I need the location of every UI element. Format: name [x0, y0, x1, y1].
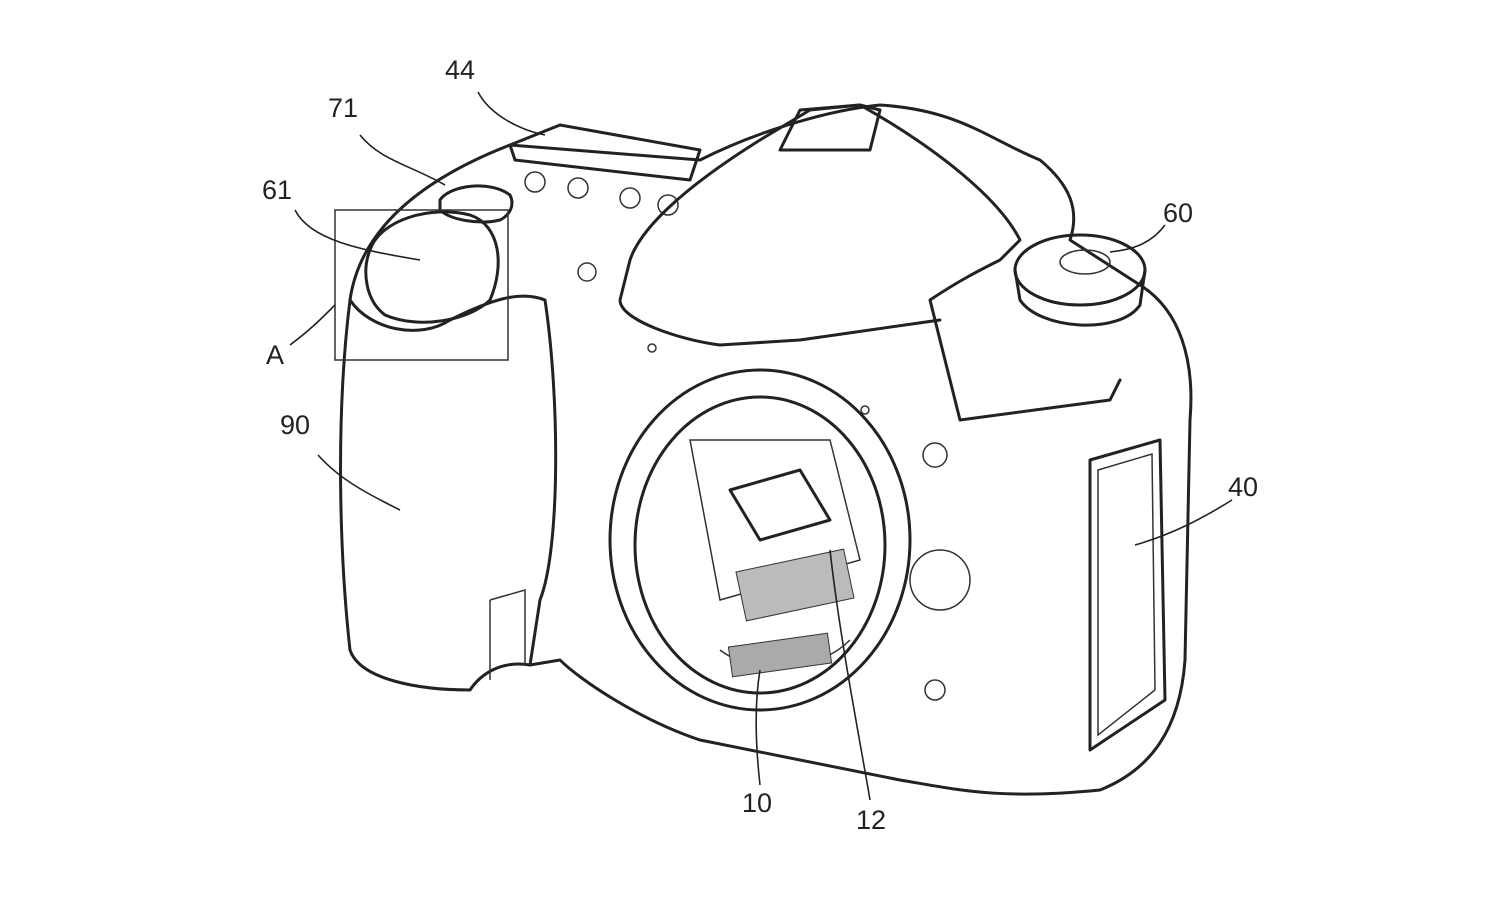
grip [348, 294, 558, 667]
label-71: 71 [328, 93, 359, 123]
label-10: 10 [742, 788, 773, 818]
label-44: 44 [445, 55, 476, 85]
label-61: 61 [262, 175, 293, 205]
lens-mount [608, 368, 912, 712]
detail-box-a [334, 209, 509, 361]
shutter-button [364, 210, 500, 324]
label-40: 40 [1228, 472, 1259, 502]
label-60: 60 [1163, 198, 1194, 228]
rear-lcd [1088, 438, 1167, 752]
mode-dial [1013, 233, 1147, 327]
label-a: A [266, 340, 285, 370]
label-12: 12 [856, 805, 887, 835]
camera-body-outline [339, 103, 1193, 796]
top-buttons [524, 171, 679, 282]
prism [618, 103, 1122, 422]
label-90: 90 [280, 410, 311, 440]
leader-lines [289, 91, 1233, 801]
